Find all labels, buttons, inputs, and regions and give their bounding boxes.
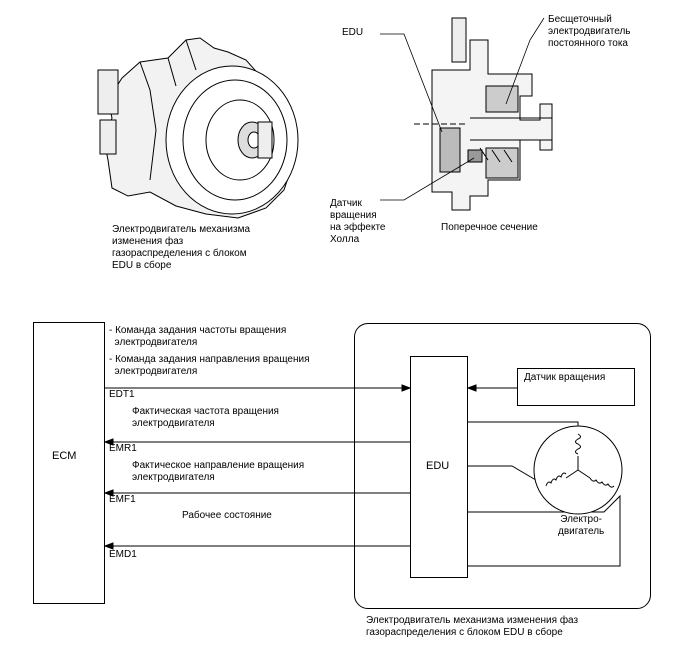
- rotation-sensor-block: [517, 368, 635, 406]
- signal-lines: [103, 384, 517, 550]
- motor-symbol: [533, 425, 623, 515]
- assembly-diagram-caption: Электродвигатель механизма изменения фаз…: [366, 615, 579, 638]
- motor-assembly-illustration: [97, 37, 299, 219]
- leader-lines: [380, 17, 545, 201]
- signal-edt1-label: EDT1: [109, 389, 135, 400]
- assembly-illustration-caption: Электродвигатель механизма изменения фаз…: [112, 224, 251, 271]
- signal-emd1-label: EMD1: [109, 549, 137, 560]
- rotation-sensor-label: Датчик вращения: [524, 372, 606, 383]
- cross-section-illustration: [414, 17, 553, 211]
- ecm-label: ECM: [52, 450, 77, 462]
- direction-command-text: - Команда задания направления вращения э…: [109, 354, 310, 377]
- actual-speed-text: Фактическая частота вращения электродвиг…: [132, 406, 279, 429]
- brushless-motor-callout-label: Бесщеточный электродвигатель постоянного…: [548, 14, 631, 49]
- signal-emf1-label: EMF1: [109, 494, 136, 505]
- cross-section-caption: Поперечное сечение: [441, 222, 538, 233]
- edu-callout-label: EDU: [342, 27, 364, 38]
- ecm-block: [33, 322, 105, 604]
- actual-direction-text: Фактическое направление вращения электро…: [132, 460, 305, 483]
- working-state-text: Рабочее состояние: [182, 510, 272, 521]
- hall-sensor-callout-label: Датчик вращения на эффекте Холла: [330, 198, 386, 245]
- edu-assembly-frame: [354, 323, 651, 609]
- speed-command-text: - Команда задания частоты вращения элект…: [109, 325, 287, 348]
- motor-label: Электро- двигатель: [558, 514, 605, 537]
- edu-block-label: EDU: [426, 460, 450, 472]
- signal-emr1-label: EMR1: [109, 443, 137, 454]
- edu-block: [410, 356, 468, 578]
